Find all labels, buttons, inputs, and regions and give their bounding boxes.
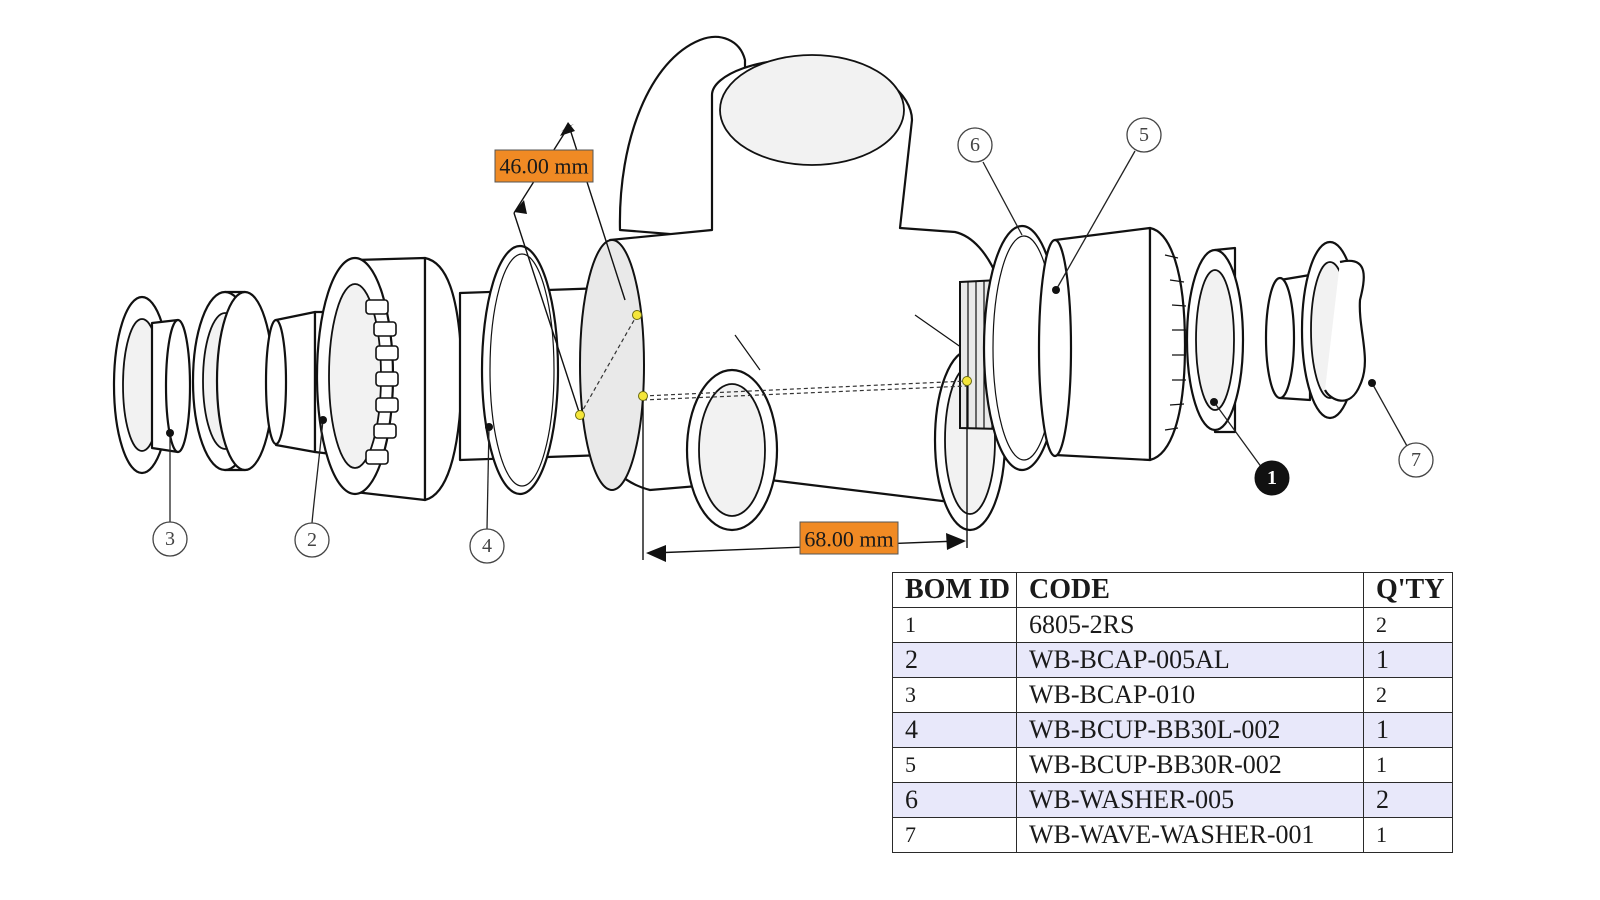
- callout-3: 3: [152, 429, 188, 557]
- bom-row: 6 WB-WASHER-005 2: [892, 782, 1453, 818]
- bom-cell-id: 3: [892, 677, 1017, 713]
- bom-cell-code: WB-BCAP-010: [1016, 677, 1364, 713]
- bom-cell-qty: 2: [1363, 677, 1453, 713]
- part-4-bottom-bracket-cup-left: [315, 256, 622, 502]
- callout-4: 4: [469, 423, 505, 564]
- bom-table: BOM ID CODE Q'TY 1 6805-2RS 2 2 WB-BCAP-…: [892, 572, 1453, 853]
- bom-cell-code: WB-WASHER-005: [1016, 782, 1364, 818]
- bom-cell-qty: 2: [1363, 782, 1453, 818]
- bom-cell-code: WB-BCAP-005AL: [1016, 642, 1364, 678]
- bom-cell-code: WB-BCUP-BB30L-002: [1016, 712, 1364, 748]
- callout-2-label: 2: [307, 529, 317, 551]
- bom-row: 4 WB-BCUP-BB30L-002 1: [892, 712, 1453, 748]
- callout-5-label: 5: [1139, 124, 1149, 146]
- bottom-bracket-shell: [579, 35, 1017, 532]
- bom-cell-id: 2: [892, 642, 1017, 678]
- dimension-46mm: [494, 122, 638, 416]
- callout-7: 7: [1368, 379, 1434, 478]
- part-5-bottom-bracket-cup-right: [1037, 226, 1187, 462]
- callout-7-label: 7: [1411, 449, 1421, 471]
- bom-cell-qty: 1: [1363, 712, 1453, 748]
- bom-cell-id: 4: [892, 712, 1017, 748]
- callout-2: 2: [294, 416, 330, 558]
- bom-cell-qty: 1: [1363, 642, 1453, 678]
- bom-row: 7 WB-WAVE-WASHER-001 1: [892, 817, 1453, 853]
- bom-cell-code: WB-BCUP-BB30R-002: [1016, 747, 1364, 783]
- bom-header-qty: Q'TY: [1363, 572, 1453, 608]
- bom-header-code: CODE: [1016, 572, 1364, 608]
- callout-6: 6: [957, 127, 1023, 236]
- callout-6-label: 6: [970, 134, 980, 156]
- bom-row: 5 WB-BCUP-BB30R-002 1: [892, 747, 1453, 783]
- dimension-label-46mm: 46.00 mm: [499, 154, 588, 179]
- callout-1-label: 1: [1267, 467, 1277, 489]
- part-1-bearing-right: [1185, 246, 1245, 434]
- bom-cell-qty: 1: [1363, 817, 1453, 853]
- callout-5: 5: [1052, 117, 1162, 294]
- part-1-bearing-left: [191, 290, 275, 472]
- bom-cell-code: 6805-2RS: [1016, 607, 1364, 643]
- dimension-68mm: [642, 380, 968, 562]
- bom-cell-id: 7: [892, 817, 1017, 853]
- bom-cell-id: 1: [892, 607, 1017, 643]
- callout-3-label: 3: [165, 528, 175, 550]
- bom-cell-code: WB-WAVE-WASHER-001: [1016, 817, 1364, 853]
- bom-row: 3 WB-BCAP-010 2: [892, 677, 1453, 713]
- part-6-washer-left: [480, 244, 560, 496]
- dimension-label-68mm: 68.00 mm: [804, 527, 893, 552]
- bom-header-row: BOM ID CODE Q'TY: [892, 572, 1453, 608]
- bom-cell-qty: 2: [1363, 607, 1453, 643]
- bom-cell-id: 5: [892, 747, 1017, 783]
- bom-row: 2 WB-BCAP-005AL 1: [892, 642, 1453, 678]
- bom-row: 1 6805-2RS 2: [892, 607, 1453, 643]
- part-3-bearing-cap-left: [112, 295, 192, 475]
- callout-4-label: 4: [482, 535, 492, 557]
- part-7-wave-washer: [1324, 259, 1367, 402]
- bom-cell-qty: 1: [1363, 747, 1453, 783]
- measurement-pick-points: [575, 310, 972, 420]
- bom-cell-id: 6: [892, 782, 1017, 818]
- bom-header-id: BOM ID: [892, 572, 1017, 608]
- callout-1: 1: [1210, 398, 1290, 496]
